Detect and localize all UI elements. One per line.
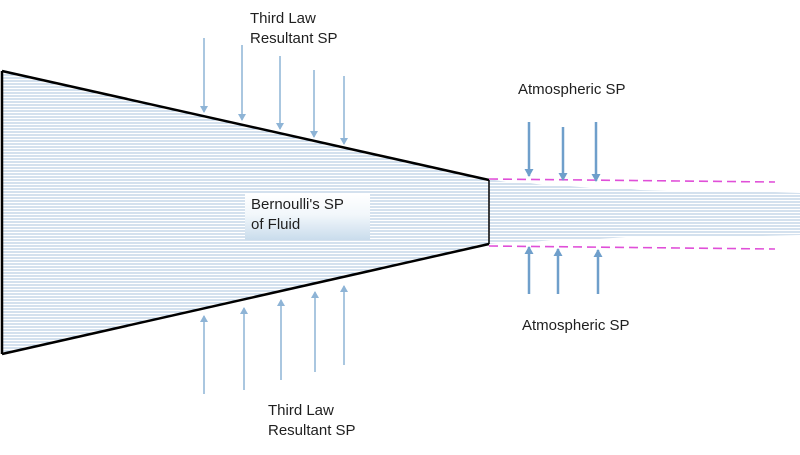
third-law-label-top-line2: Resultant SP — [250, 30, 338, 47]
third-law-label-bottom: Third Law Resultant SP — [268, 401, 356, 441]
nozzle-bottom-wall — [1, 242, 490, 356]
third-law-label-bottom-line1: Third Law — [268, 402, 334, 419]
third-law-label-top: Third Law Resultant SP — [250, 9, 338, 49]
atmospheric-arrows-bottom — [524, 246, 603, 294]
jet-boundary-top — [488, 178, 776, 183]
third-law-arrows-bottom — [200, 285, 348, 394]
nozzle-top-wall — [1, 69, 490, 182]
third-law-label-top-line1: Third Law — [250, 10, 316, 27]
bernoulli-label-line2: of Fluid — [251, 216, 301, 233]
third-law-arrows-top — [200, 38, 348, 145]
bernoulli-label-line1: Bernoulli's SP — [251, 196, 344, 213]
bernoulli-label: Bernoulli's SP of Fluid — [245, 194, 370, 240]
atmospheric-label-bottom: Atmospheric SP — [522, 317, 630, 334]
atmospheric-label-top: Atmospheric SP — [518, 81, 626, 98]
third-law-label-bottom-line2: Resultant SP — [268, 422, 356, 439]
atmospheric-arrows-top — [524, 122, 601, 182]
jet-boundary-bottom — [488, 245, 776, 250]
jet-fluid-flow-lines — [489, 180, 800, 244]
